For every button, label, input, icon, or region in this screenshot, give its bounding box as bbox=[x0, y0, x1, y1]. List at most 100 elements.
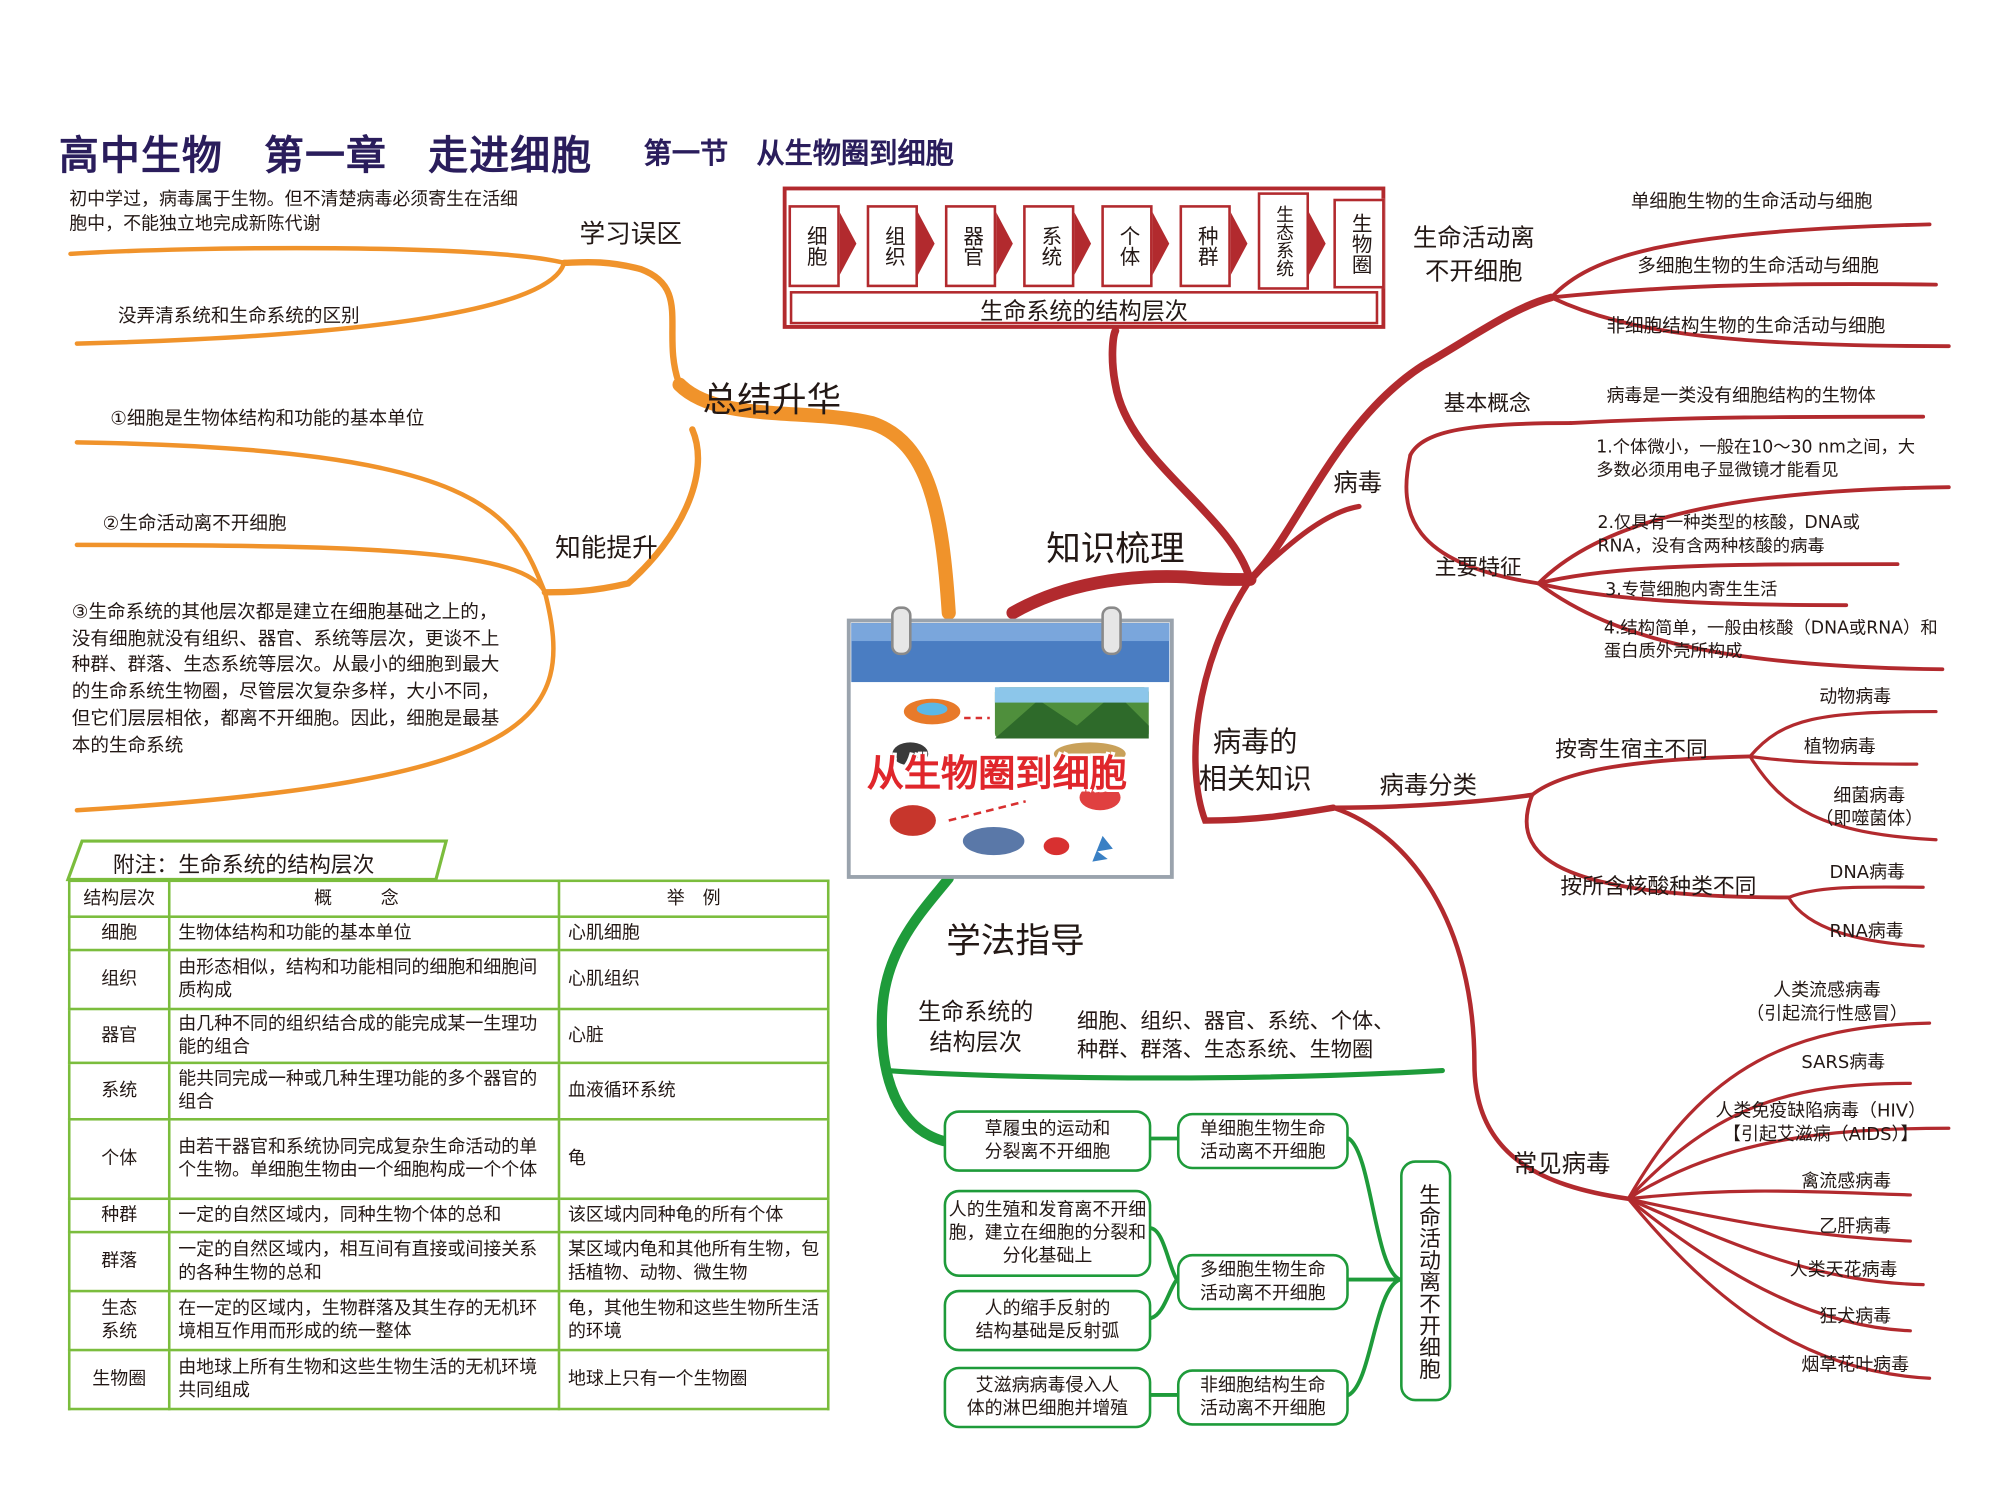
hierarchy-level-tissue: 组织 bbox=[866, 205, 918, 288]
annex-level: 细胞 bbox=[67, 915, 171, 952]
virus-classify-label: 病毒分类 bbox=[1379, 771, 1477, 801]
summary-label: 总结升华 bbox=[702, 380, 842, 421]
annex-example: 血液循环系统 bbox=[557, 1062, 830, 1122]
method-example-3: 人的缩手反射的 结构基础是反射弧 bbox=[943, 1289, 1152, 1352]
by-host-item-1: 动物病毒 bbox=[1819, 687, 1892, 708]
virus-feature-3: 3.专营细胞内寄生生活 bbox=[1605, 579, 1778, 601]
annex-header-row: 结构层次 概 念 举 例 bbox=[67, 879, 830, 918]
method-levels-text: 细胞、组织、器官、系统、个体、 种群、群落、生态系统、生物圈 bbox=[1076, 1009, 1395, 1062]
by-host-item-3: 细菌病毒 （即噬菌体） bbox=[1815, 785, 1924, 830]
annex-level: 生态 系统 bbox=[67, 1290, 171, 1352]
common-virus-2: SARS病毒 bbox=[1801, 1052, 1886, 1074]
common-virus-6: 人类天花病毒 bbox=[1789, 1260, 1898, 1281]
annex-example: 龟 bbox=[557, 1118, 830, 1201]
hierarchy-level-population: 种群 bbox=[1179, 205, 1231, 288]
annex-level: 个体 bbox=[67, 1118, 171, 1201]
ability-item-2: ②生命活动离不开细胞 bbox=[102, 514, 287, 535]
page-subtitle: 第一节 从生物圈到细胞 bbox=[643, 138, 954, 171]
annex-level: 组织 bbox=[67, 948, 171, 1011]
by-host-label: 按寄生宿主不同 bbox=[1555, 737, 1708, 763]
table-row: 组织 由形态相似，结构和功能相同的细胞和细胞间质构成 心肌组织 bbox=[67, 948, 830, 1011]
method-type-1: 单细胞生物生命 活动离不开细胞 bbox=[1176, 1112, 1349, 1170]
mistake-item-2: 没弄清系统和生命系统的区别 bbox=[117, 306, 360, 327]
by-acid-label: 按所含核酸种类不同 bbox=[1560, 874, 1757, 901]
hierarchy-level-biosphere: 生物圈 bbox=[1333, 198, 1385, 289]
life-activity-label: 生命活动离 不开细胞 bbox=[1412, 224, 1535, 286]
knowledge-label: 知识梳理 bbox=[1046, 529, 1185, 570]
common-virus-3: 人类免疫缺陷病毒（HIV） 【引起艾滋病（AIDS）】 bbox=[1715, 1101, 1927, 1146]
annex-concept: 一定的自然区域内，同种生物个体的总和 bbox=[167, 1197, 561, 1234]
annex-example: 心脏 bbox=[557, 1007, 830, 1065]
annex-concept: 由几种不同的组织结合成的能完成某一生理功能的组合 bbox=[167, 1007, 561, 1065]
annex-example: 心肌组织 bbox=[557, 948, 830, 1011]
annex-example: 该区域内同种龟的所有个体 bbox=[557, 1197, 830, 1234]
annex-level: 系统 bbox=[67, 1062, 171, 1122]
annex-title-tab bbox=[65, 839, 449, 882]
annex-title: 附注：生命系统的结构层次 bbox=[112, 852, 375, 879]
method-levels-label: 生命系统的 结构层次 bbox=[917, 998, 1034, 1057]
virus-feature-1: 1.个体微小，一般在10～30 nm之间，大多数必须用电子显微镜才能看见 bbox=[1596, 437, 1916, 482]
annex-level: 器官 bbox=[67, 1007, 171, 1065]
center-card bbox=[846, 606, 1174, 879]
annex-header-example: 举 例 bbox=[557, 879, 830, 918]
annex-header-level: 结构层次 bbox=[67, 879, 171, 918]
virus-basic-text: 病毒是一类没有细胞结构的生物体 bbox=[1606, 385, 1876, 407]
life-activity-item-3: 非细胞结构生物的生命活动与细胞 bbox=[1606, 316, 1886, 338]
virus-features-label: 主要特征 bbox=[1434, 555, 1522, 581]
page-title: 高中生物 第一章 走进细胞 bbox=[58, 133, 593, 180]
ability-label: 知能提升 bbox=[555, 532, 658, 563]
annex-header-concept: 概 念 bbox=[167, 879, 561, 918]
method-type-3: 非细胞结构生命 活动离不开细胞 bbox=[1176, 1369, 1349, 1426]
annex-concept: 一定的自然区域内，相互间有直接或间接关系的各种生物的总和 bbox=[167, 1231, 561, 1293]
life-activity-item-2: 多细胞生物的生命活动与细胞 bbox=[1637, 256, 1879, 277]
hierarchy-level-cell: 细胞 bbox=[788, 205, 840, 288]
table-row: 细胞 生物体结构和功能的基本单位 心肌细胞 bbox=[67, 915, 830, 952]
method-type-2: 多细胞生物生命 活动离不开细胞 bbox=[1176, 1253, 1349, 1311]
method-label: 学法指导 bbox=[946, 921, 1085, 962]
virus-feature-2: 2.仅具有一种类型的核酸，DNA或RNA，没有含两种核酸的病毒 bbox=[1597, 512, 1860, 557]
annex-example: 地球上只有一个生物圈 bbox=[557, 1349, 830, 1411]
annex-level: 种群 bbox=[67, 1197, 171, 1234]
mistakes-label: 学习误区 bbox=[579, 217, 683, 249]
knowledge-branch-lines bbox=[1006, 222, 1951, 1380]
by-acid-item-2: RNA病毒 bbox=[1829, 921, 1904, 943]
virus-label: 病毒 bbox=[1333, 469, 1383, 498]
common-virus-8: 烟草花叶病毒 bbox=[1801, 1355, 1910, 1376]
virus-related-label: 病毒的 相关知识 bbox=[1198, 726, 1312, 796]
table-row: 生物圈 由地球上所有生物和这些生物生活的无机环境共同组成 地球上只有一个生物圈 bbox=[67, 1349, 830, 1411]
common-virus-7: 狂犬病毒 bbox=[1819, 1306, 1892, 1327]
hierarchy-level-individual: 个体 bbox=[1101, 205, 1153, 288]
common-virus-5: 乙肝病毒 bbox=[1819, 1216, 1892, 1238]
table-row: 种群 一定的自然区域内，同种生物个体的总和 该区域内同种龟的所有个体 bbox=[67, 1197, 830, 1234]
mistake-item-1: 初中学过，病毒属于生物。但不清楚病毒必须寄生在活细胞中，不能独立地完成新陈代谢 bbox=[69, 189, 518, 235]
common-virus-1: 人类流感病毒 （引起流行性感冒） bbox=[1746, 980, 1908, 1025]
annex-concept: 由形态相似，结构和功能相同的细胞和细胞间质构成 bbox=[167, 948, 561, 1011]
table-row: 个体 由若干器官和系统协同完成复杂生命活动的单个生物。单细胞生物由一个细胞构成一… bbox=[67, 1118, 830, 1201]
by-acid-item-1: DNA病毒 bbox=[1829, 862, 1906, 884]
by-host-item-2: 植物病毒 bbox=[1803, 737, 1876, 758]
virus-feature-4: 4.结构简单，一般由核酸（DNA或RNA）和蛋白质外壳所构成 bbox=[1603, 617, 1938, 662]
annex-level: 生物圈 bbox=[67, 1349, 171, 1411]
annex-concept: 生物体结构和功能的基本单位 bbox=[167, 915, 561, 952]
ability-item-3: ③生命系统的其他层次都是建立在细胞基础之上的，没有细胞就没有组织、器官、系统等层… bbox=[71, 602, 500, 757]
method-example-1: 草履虫的运动和 分裂离不开细胞 bbox=[943, 1110, 1152, 1172]
table-row: 群落 一定的自然区域内，相互间有直接或间接关系的各种生物的总和 某区域内龟和其他… bbox=[67, 1231, 830, 1293]
hierarchy-caption: 生命系统的结构层次 bbox=[980, 298, 1188, 326]
method-conclusion: 生命活动离不开细胞 bbox=[1400, 1160, 1452, 1402]
annex-concept: 能共同完成一种或几种生理功能的多个器官的组合 bbox=[167, 1062, 561, 1122]
annex-example: 龟，其他生物和这些生物所生活的环境 bbox=[557, 1290, 830, 1352]
common-virus-label: 常见病毒 bbox=[1512, 1150, 1611, 1179]
hierarchy-caption-box bbox=[789, 291, 1379, 325]
annex-level: 群落 bbox=[67, 1231, 171, 1293]
annex-table: 结构层次 概 念 举 例 细胞 生物体结构和功能的基本单位 心肌细胞 组织 由形… bbox=[67, 879, 830, 1411]
annex-concept: 由地球上所有生物和这些生物生活的无机环境共同组成 bbox=[167, 1349, 561, 1411]
ability-item-1: ①细胞是生物体结构和功能的基本单位 bbox=[110, 408, 425, 430]
method-example-2: 人的生殖和发育离不开细胞，建立在细胞的分裂和分化基础上 bbox=[943, 1189, 1152, 1277]
hierarchy-level-system: 系统 bbox=[1023, 205, 1075, 288]
hierarchy-arrows bbox=[835, 205, 1326, 283]
common-virus-4: 禽流感病毒 bbox=[1801, 1171, 1892, 1193]
annex-concept: 在一定的区域内，生物群落及其生存的无机环境相互作用而形成的统一整体 bbox=[167, 1290, 561, 1352]
hierarchy-level-organ: 器官 bbox=[944, 205, 997, 288]
